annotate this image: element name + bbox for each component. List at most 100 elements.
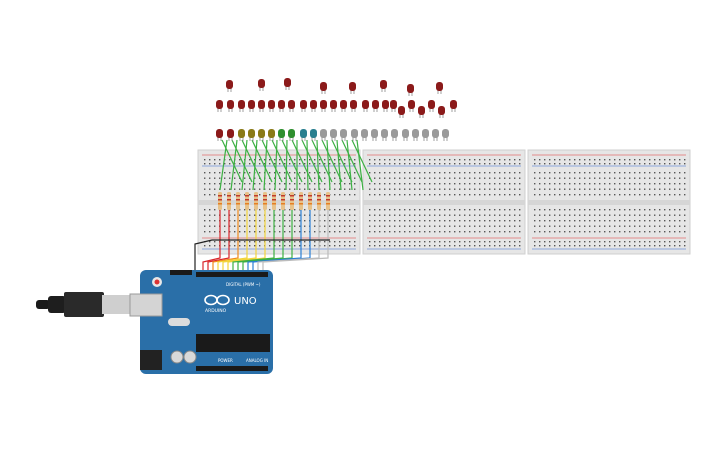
led[interactable] xyxy=(402,129,409,141)
led[interactable] xyxy=(330,129,337,141)
led[interactable] xyxy=(248,100,255,112)
led[interactable] xyxy=(258,129,265,141)
wire[interactable] xyxy=(202,196,221,272)
led[interactable] xyxy=(227,129,234,141)
led[interactable] xyxy=(381,129,388,141)
led[interactable] xyxy=(340,100,347,112)
led[interactable] xyxy=(422,129,429,141)
led[interactable] xyxy=(407,84,414,96)
wire[interactable] xyxy=(326,139,331,191)
wire[interactable] xyxy=(285,139,288,191)
led[interactable] xyxy=(288,100,295,112)
led[interactable] xyxy=(278,129,285,141)
resistor[interactable] xyxy=(263,192,267,210)
led[interactable] xyxy=(226,80,233,92)
wire[interactable] xyxy=(321,139,343,183)
led[interactable] xyxy=(300,129,307,141)
led[interactable] xyxy=(268,100,275,112)
led[interactable] xyxy=(380,80,387,92)
led[interactable] xyxy=(300,100,307,112)
led[interactable] xyxy=(398,106,405,118)
led[interactable] xyxy=(284,78,291,90)
wire[interactable] xyxy=(230,139,238,191)
resistor[interactable] xyxy=(290,192,294,210)
led[interactable] xyxy=(216,100,223,112)
led[interactable] xyxy=(238,100,245,112)
resistor[interactable] xyxy=(236,192,240,210)
wire[interactable] xyxy=(271,139,293,183)
wire[interactable] xyxy=(222,196,257,272)
wire[interactable] xyxy=(336,139,342,191)
wire[interactable] xyxy=(194,239,330,272)
led[interactable] xyxy=(442,129,449,141)
wire[interactable] xyxy=(274,139,278,191)
wire[interactable] xyxy=(217,196,248,272)
wire[interactable] xyxy=(207,196,230,272)
wire[interactable] xyxy=(281,139,303,183)
led[interactable] xyxy=(248,129,255,141)
led[interactable] xyxy=(371,129,378,141)
led[interactable] xyxy=(362,100,369,112)
led[interactable] xyxy=(418,106,425,118)
wire[interactable] xyxy=(212,196,239,272)
wire[interactable] xyxy=(241,139,263,183)
aref-header[interactable] xyxy=(170,270,192,275)
led[interactable] xyxy=(216,129,223,141)
breadboard-2[interactable] xyxy=(362,149,526,255)
wire[interactable] xyxy=(221,139,243,183)
wire[interactable] xyxy=(262,196,329,272)
wire[interactable] xyxy=(316,139,320,191)
wire[interactable] xyxy=(291,139,313,183)
resistor[interactable] xyxy=(245,192,249,210)
resistor[interactable] xyxy=(317,192,321,210)
wire[interactable] xyxy=(232,196,275,272)
wire[interactable] xyxy=(356,139,364,191)
led[interactable] xyxy=(238,129,245,141)
led[interactable] xyxy=(372,100,379,112)
led[interactable] xyxy=(320,82,327,94)
led[interactable] xyxy=(428,100,435,112)
wire[interactable] xyxy=(251,139,273,183)
wire[interactable] xyxy=(231,139,253,183)
resistor[interactable] xyxy=(218,192,222,210)
wire[interactable] xyxy=(227,196,266,272)
led[interactable] xyxy=(361,129,368,141)
wire[interactable] xyxy=(306,139,309,191)
led[interactable] xyxy=(227,100,234,112)
led[interactable] xyxy=(288,129,295,141)
led[interactable] xyxy=(382,100,389,112)
wire[interactable] xyxy=(261,139,283,183)
led[interactable] xyxy=(391,129,398,141)
wire[interactable] xyxy=(241,139,248,191)
power-analog-header[interactable] xyxy=(196,366,268,371)
wire[interactable] xyxy=(252,139,258,191)
led[interactable] xyxy=(258,100,265,112)
resistor[interactable] xyxy=(254,192,258,210)
usb-cable[interactable] xyxy=(36,292,130,317)
led[interactable] xyxy=(408,100,415,112)
resistor[interactable] xyxy=(227,192,231,210)
wire[interactable] xyxy=(346,139,353,191)
resistor[interactable] xyxy=(272,192,276,210)
wire[interactable] xyxy=(263,139,268,191)
digital-header[interactable] xyxy=(196,272,268,277)
led[interactable] xyxy=(351,129,358,141)
led[interactable] xyxy=(310,100,317,112)
breadboard-3[interactable] xyxy=(527,149,691,255)
resistor[interactable] xyxy=(299,192,303,210)
breadboard-1[interactable] xyxy=(197,149,361,255)
led[interactable] xyxy=(432,129,439,141)
wire[interactable] xyxy=(351,139,373,183)
led[interactable] xyxy=(390,100,397,112)
led[interactable] xyxy=(349,82,356,94)
led[interactable] xyxy=(438,106,445,118)
wire[interactable] xyxy=(341,139,363,183)
led[interactable] xyxy=(330,100,337,112)
led[interactable] xyxy=(268,129,275,141)
led[interactable] xyxy=(320,100,327,112)
led[interactable] xyxy=(340,129,347,141)
led[interactable] xyxy=(258,79,265,91)
led[interactable] xyxy=(450,100,457,112)
led[interactable] xyxy=(310,129,317,141)
